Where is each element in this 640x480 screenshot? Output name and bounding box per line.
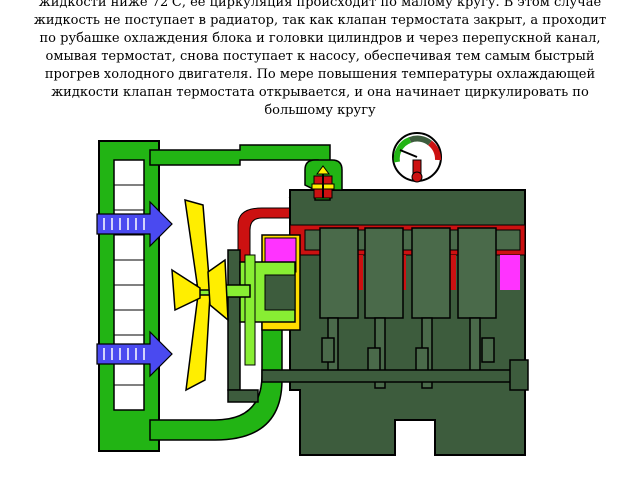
description-line: жидкости ниже 72'С, ее циркуляция происх… [38,0,602,10]
water-pump [239,234,301,366]
upper-hose [149,144,331,169]
description-line: омывая термостат, снова поступает к насо… [45,49,595,64]
piston [457,227,497,319]
pistons [319,227,497,389]
radiator [98,140,160,452]
description-text: жидкости ниже 72'С, ее циркуляция происх… [0,0,640,120]
fan-icon [171,198,229,392]
description-line: жидкости клапан термостата открывается, … [51,85,589,100]
description-line: по рубашке охлаждения блока и головки ци… [39,31,601,46]
thermostat-icon [304,159,343,201]
air-flow-arrow-icon [96,200,173,378]
description-line: жидкость не поступает в радиатор, так ка… [33,13,607,28]
description-line: большому кругу [264,103,376,118]
description-line: прогрев холодного двигателя. По мере пов… [44,67,596,82]
temperature-gauge-icon [392,132,442,183]
piston [319,227,359,319]
piston [364,227,404,319]
piston [411,227,451,319]
crankshaft [261,359,529,391]
